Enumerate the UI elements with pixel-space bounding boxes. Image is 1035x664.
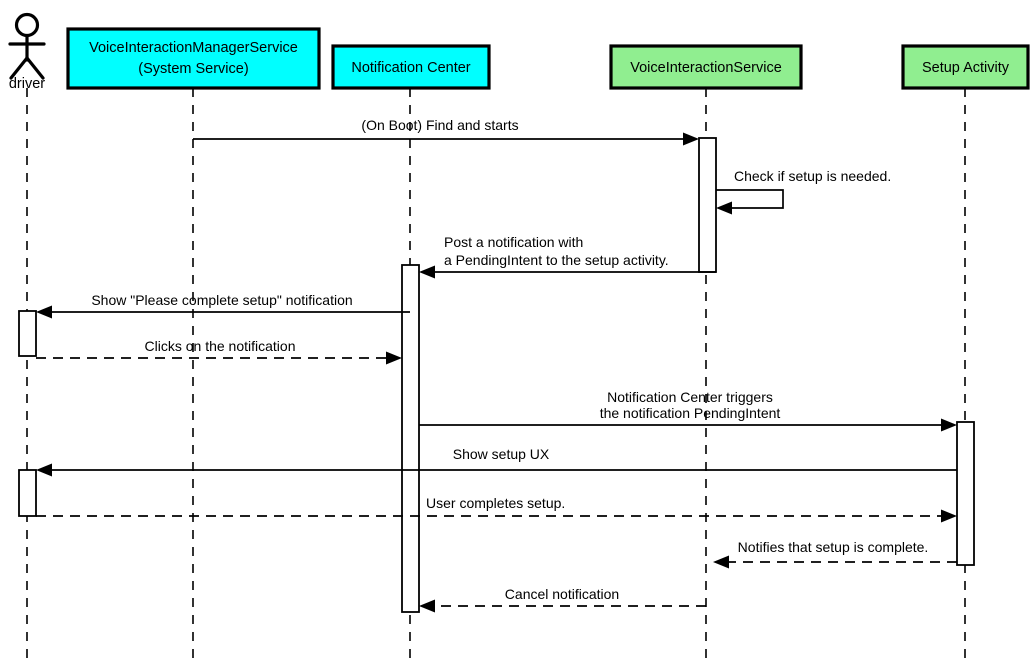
- message-arrowhead-m1: [683, 132, 699, 146]
- message-label-m6-line2: the notification PendingIntent: [600, 405, 781, 421]
- message-arrowhead-m4: [36, 305, 52, 319]
- message-m4[interactable]: Show "Please complete setup" notificatio…: [36, 292, 410, 319]
- actor-leg-left-icon: [9, 56, 29, 80]
- participant-vis[interactable]: VoiceInteractionService: [609, 44, 803, 90]
- participant-box-vims[interactable]: [66, 27, 321, 90]
- participant-label-driver: driver: [9, 76, 45, 92]
- message-arrowhead-m6: [941, 418, 957, 432]
- message-arrowhead-m8: [941, 509, 957, 523]
- activation-bar-notif: [401, 264, 420, 613]
- actor-head-icon: [14, 12, 40, 38]
- message-label-m1: (On Boot) Find and starts: [361, 117, 518, 133]
- message-arrowhead-m3: [419, 265, 435, 279]
- participant-label-vims-line2: (System Service): [138, 61, 248, 77]
- participant-label-notif: Notification Center: [351, 60, 470, 76]
- message-label-m3-line2: a PendingIntent to the setup activity.: [444, 252, 669, 268]
- activation-bar-driver-1: [18, 310, 37, 357]
- message-m5[interactable]: Clicks on the notification: [36, 338, 402, 365]
- participant-label-vims-line1: VoiceInteractionManagerService: [89, 40, 298, 56]
- message-label-m4: Show "Please complete setup" notificatio…: [91, 292, 352, 308]
- message-m10[interactable]: Cancel notification: [419, 586, 706, 613]
- message-label-m3-line1: Post a notification with: [444, 234, 583, 250]
- activation-bar-vis-1: [698, 137, 717, 273]
- participant-driver[interactable]: driver: [8, 12, 46, 93]
- message-arrowhead-m2: [716, 201, 732, 215]
- participant-box-setup[interactable]: [901, 44, 1030, 90]
- message-m1[interactable]: (On Boot) Find and starts: [193, 117, 699, 146]
- message-m6[interactable]: Notification Center triggers the notific…: [419, 389, 957, 432]
- message-arrowhead-m5: [386, 351, 402, 365]
- message-label-m7: Show setup UX: [453, 446, 550, 462]
- participant-setup[interactable]: Setup Activity: [901, 44, 1030, 90]
- message-arrowhead-m7: [36, 463, 52, 477]
- message-m9[interactable]: Notifies that setup is complete.: [713, 539, 957, 569]
- message-m7[interactable]: Show setup UX: [36, 446, 957, 477]
- message-m2[interactable]: Check if setup is needed.: [716, 168, 891, 215]
- message-arrowhead-m10: [419, 599, 435, 613]
- participant-label-vis: VoiceInteractionService: [630, 60, 782, 76]
- participant-label-setup: Setup Activity: [922, 60, 1010, 76]
- participant-box-vis[interactable]: [609, 44, 803, 90]
- activation-bar-setup: [956, 421, 975, 566]
- message-arrowhead-m9: [713, 555, 729, 569]
- message-m3[interactable]: Post a notification with a PendingIntent…: [419, 234, 716, 279]
- message-label-m10: Cancel notification: [505, 586, 619, 602]
- participant-vims[interactable]: VoiceInteractionManagerService (System S…: [66, 27, 321, 90]
- participant-box-notif[interactable]: [331, 44, 491, 90]
- message-m8[interactable]: User completes setup.: [36, 495, 957, 523]
- message-label-m2: Check if setup is needed.: [734, 168, 891, 184]
- message-label-m5: Clicks on the notification: [145, 338, 296, 354]
- participant-notif[interactable]: Notification Center: [331, 44, 491, 90]
- message-line-m2: [716, 189, 784, 209]
- actor-leg-right-icon: [25, 56, 45, 80]
- message-label-m8: User completes setup.: [426, 495, 565, 511]
- activation-bar-driver-2: [18, 469, 37, 517]
- message-label-m6-line1: Notification Center triggers: [607, 389, 773, 405]
- activation-bars-group: [18, 137, 975, 613]
- message-label-m9: Notifies that setup is complete.: [738, 539, 929, 555]
